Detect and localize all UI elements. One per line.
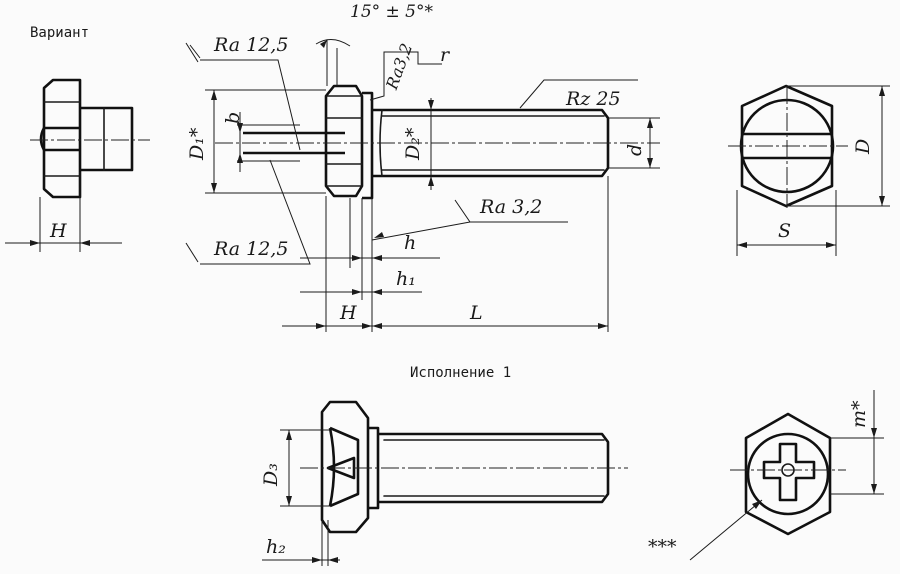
note-stars-label: *** (648, 536, 677, 558)
main-bolt-view (185, 39, 660, 332)
variant-height-label: H (50, 220, 67, 242)
execution-caption: Исполнение 1 (410, 365, 512, 381)
variant-caption: Вариант (30, 25, 90, 41)
hex-end-view (728, 84, 890, 256)
thread-diameter-label: d (624, 143, 646, 156)
hex-diameter-label: D (852, 138, 874, 154)
execution-hex-view (689, 390, 884, 561)
roughness-bottom-label: Ra 12,5 (214, 238, 289, 260)
diameter-d1-label: D₁* (186, 127, 208, 160)
collar-height-h1-label: h₁ (396, 268, 416, 290)
recess-depth-label: h₂ (266, 536, 286, 558)
execution-bolt-view (262, 400, 628, 566)
m-dimension-label: m* (848, 400, 870, 428)
across-flats-label: S (778, 220, 792, 242)
variant-head-view (5, 78, 150, 252)
roughness-rz-label: Rz 25 (566, 88, 621, 110)
head-height-label: H (340, 302, 357, 324)
diameter-d3-label: D₃ (260, 463, 282, 486)
length-label: L (470, 302, 483, 324)
diameter-d2-label: D₂* (402, 127, 424, 160)
slot-width-label: b (222, 111, 244, 124)
radius-label: r (440, 44, 450, 66)
roughness-top-label: Ra 12,5 (214, 34, 289, 56)
angle-tolerance-label: 15° ± 5°* (350, 2, 433, 22)
roughness-mid-label: Ra 3,2 (480, 196, 543, 218)
collar-height-label: h (404, 232, 417, 254)
